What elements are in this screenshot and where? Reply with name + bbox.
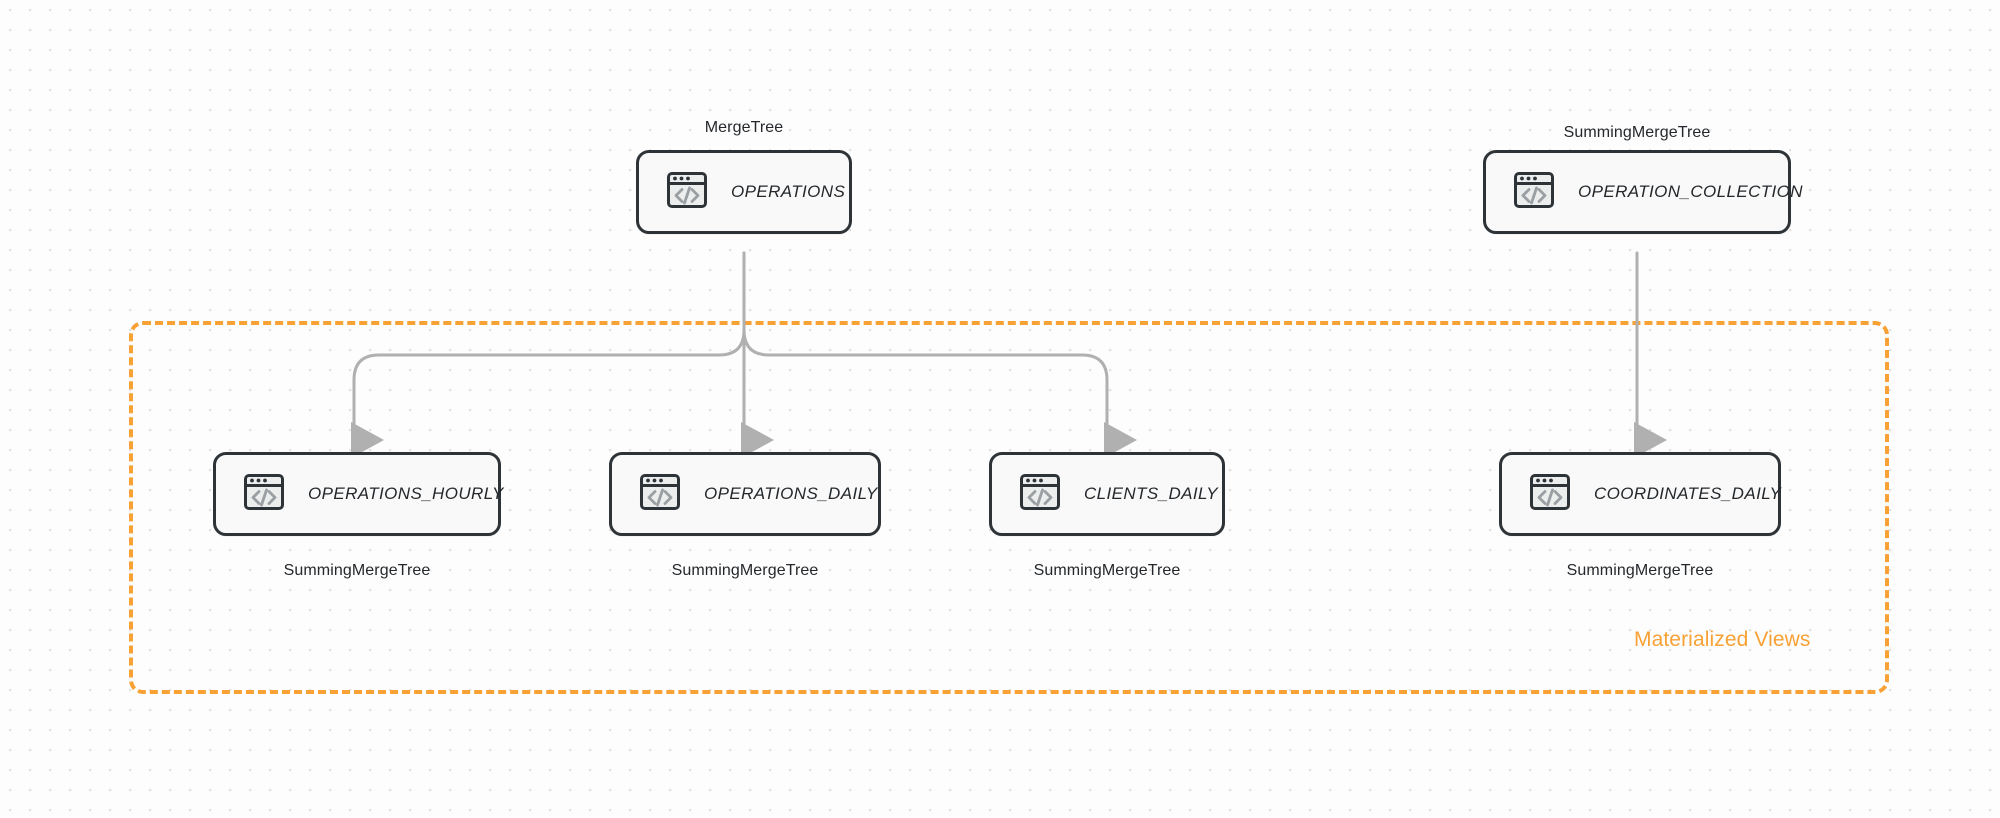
code-window-icon: [242, 470, 286, 519]
engine-caption-coordinates-daily: SummingMergeTree: [1566, 562, 1714, 579]
node-operations-daily[interactable]: OPERATIONS_DAILY: [609, 452, 881, 536]
engine-caption-operations-hourly: SummingMergeTree: [283, 562, 431, 579]
node-operation-collection[interactable]: OPERATION_COLLECTION: [1483, 150, 1803, 234]
materialized-views-group-label: Materialized Views: [1634, 628, 1811, 651]
node-title: CLIENTS_DAILY: [1084, 484, 1219, 503]
code-window-icon: [665, 168, 709, 217]
node-operations[interactable]: OPERATIONS: [636, 150, 852, 234]
code-window-icon: [1512, 168, 1556, 217]
node-operations-hourly[interactable]: OPERATIONS_HOURLY: [213, 452, 504, 536]
code-window-icon: [638, 470, 682, 519]
node-title: COORDINATES_DAILY: [1594, 484, 1782, 503]
node-title: OPERATIONS_DAILY: [704, 484, 878, 503]
node-title: OPERATIONS_HOURLY: [308, 484, 504, 503]
node-coordinates-daily[interactable]: COORDINATES_DAILY: [1499, 452, 1781, 536]
engine-caption-operations: MergeTree: [704, 119, 784, 136]
engine-caption-operation-collection: SummingMergeTree: [1563, 124, 1711, 141]
node-title: OPERATION_COLLECTION: [1578, 182, 1803, 201]
engine-caption-clients-daily: SummingMergeTree: [1033, 562, 1181, 579]
code-window-icon: [1528, 470, 1572, 519]
code-window-icon: [1018, 470, 1062, 519]
node-clients-daily[interactable]: CLIENTS_DAILY: [989, 452, 1225, 536]
node-title: OPERATIONS: [731, 182, 846, 201]
engine-caption-operations-daily: SummingMergeTree: [671, 562, 819, 579]
